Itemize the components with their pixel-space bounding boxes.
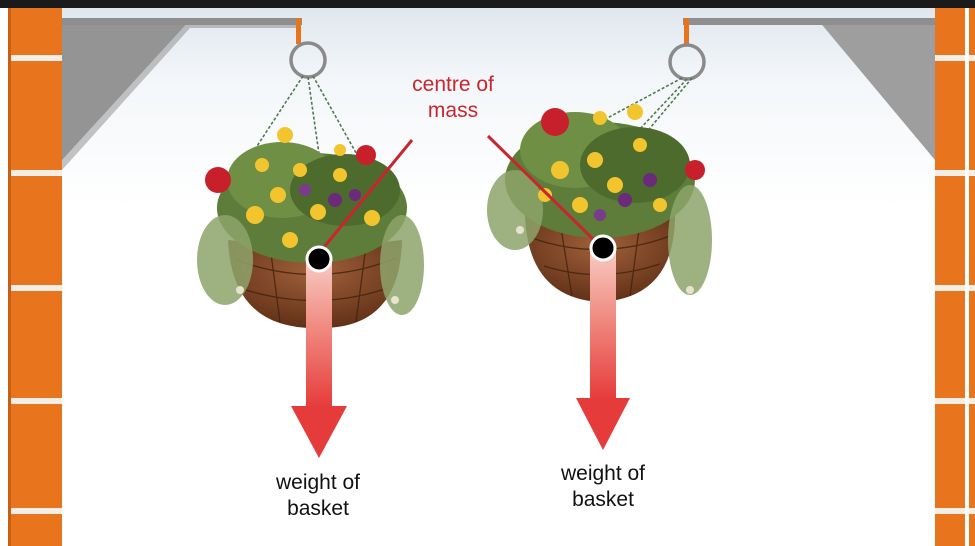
- right-weight-label: weight of basket: [533, 461, 673, 514]
- centre-of-mass-line1: centre of: [378, 72, 528, 98]
- centre-of-mass-line2: mass: [378, 98, 528, 124]
- right-centre-of-mass-dot: [591, 236, 615, 260]
- left-brick-wall: [8, 8, 62, 546]
- right-weight-line2: basket: [533, 487, 673, 513]
- right-brick-wall: [935, 8, 975, 546]
- left-centre-of-mass-dot: [307, 247, 331, 271]
- centre-of-mass-label: centre of mass: [378, 72, 528, 125]
- right-weight-line1: weight of: [533, 461, 673, 487]
- left-weight-label: weight of basket: [248, 470, 388, 523]
- top-edge: [0, 0, 975, 8]
- left-weight-line2: basket: [248, 496, 388, 522]
- left-weight-line1: weight of: [248, 470, 388, 496]
